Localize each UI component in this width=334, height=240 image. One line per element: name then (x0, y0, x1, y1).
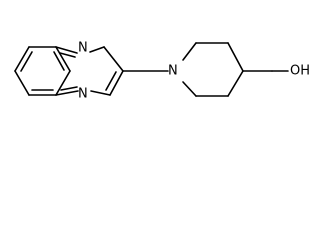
atom-label-n-upper: N (78, 41, 88, 56)
piperidine-ring (182, 42, 244, 97)
atom-label-hydroxyl: OH (290, 64, 310, 79)
atom-label-n-lower: N (78, 87, 88, 102)
molecule-structure: N N N OH (14, 41, 310, 102)
benzene-ring (14, 46, 71, 96)
atom-label-n-piperidine: N (168, 64, 178, 79)
pyrazine-ring (55, 46, 124, 96)
